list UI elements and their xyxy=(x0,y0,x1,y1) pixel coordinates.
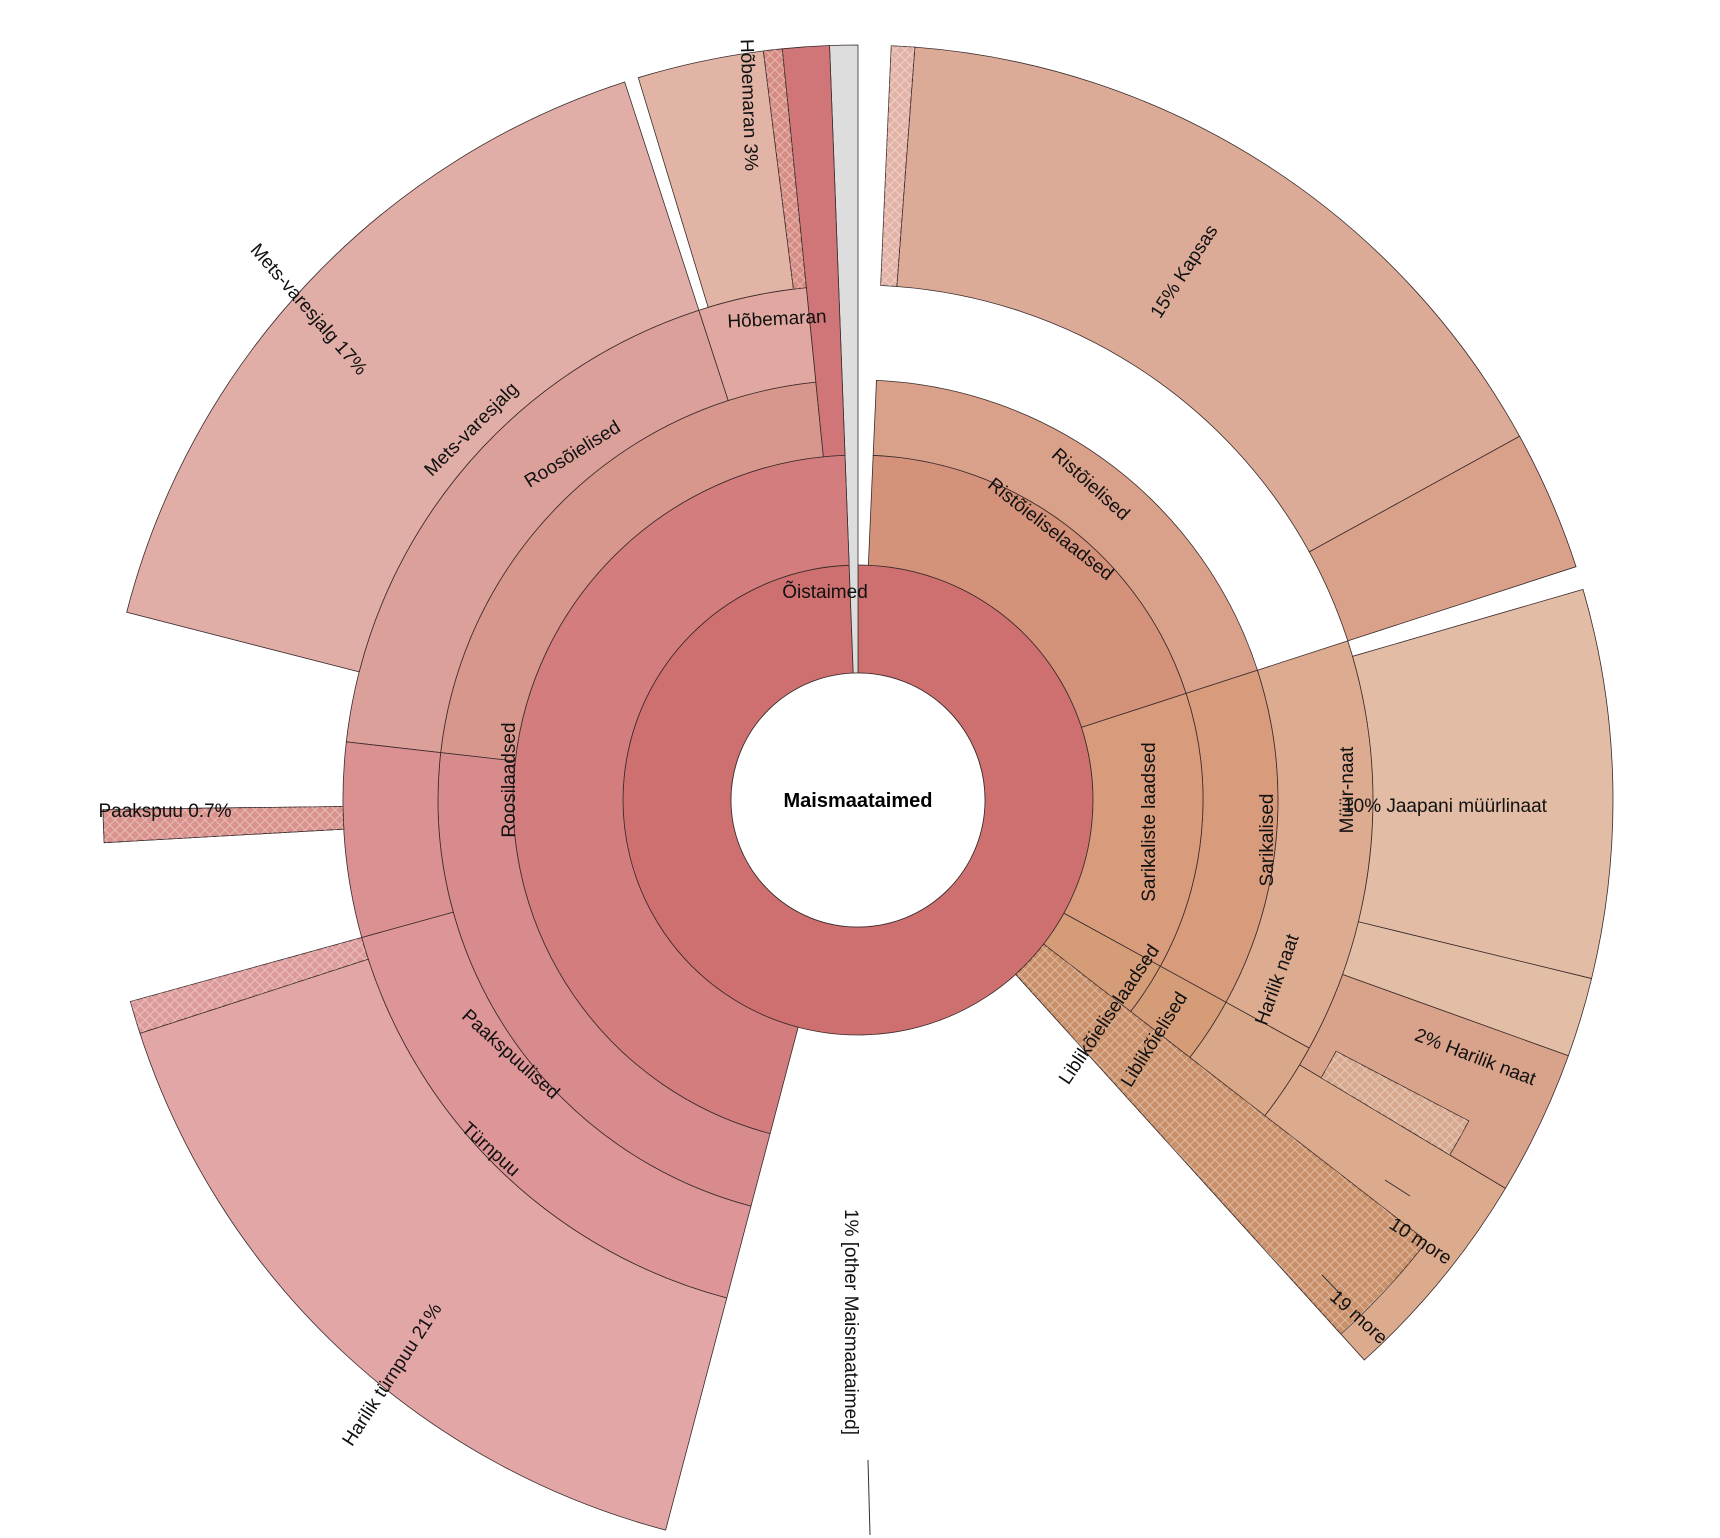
label-leaf-hobemaran: Hõbemaran 3% xyxy=(736,39,762,172)
wedge-leaf-kapsas[interactable] xyxy=(896,46,1521,553)
label-oistaimed: Õistaimed xyxy=(782,581,868,603)
label-other: 1% [other Maismaataimed] xyxy=(840,1209,861,1435)
label-roosilaadsed: Roosilaadsed xyxy=(499,722,520,837)
wedge-paakspuu-mid[interactable] xyxy=(342,741,454,938)
center-hole xyxy=(730,672,986,928)
hatch-kapsas-pattern xyxy=(880,45,915,287)
wedge-leaf-jaapani[interactable] xyxy=(1352,588,1614,980)
wedge-roos-sliver[interactable] xyxy=(781,45,846,458)
center-label: Maismaataimed xyxy=(784,790,933,812)
hatch-hobemaran-pattern xyxy=(763,48,807,290)
leader-other xyxy=(867,1459,871,1536)
label-sarikalised: Sarikalised xyxy=(1257,794,1278,887)
hatch-paakspuu-pattern xyxy=(103,806,344,843)
hatch-10-more-pattern xyxy=(1321,1051,1469,1155)
hatch-layer xyxy=(102,45,1470,1335)
leader-10-more xyxy=(1384,1179,1411,1197)
leader-layer xyxy=(867,1179,1411,1536)
label-muur-naat: Müür-naat xyxy=(1337,746,1358,833)
wedge-leaf-harilik-turnpuu[interactable] xyxy=(139,958,728,1531)
hatch-turnpuu-pattern xyxy=(130,937,369,1034)
hatch-19-more-pattern xyxy=(1015,944,1427,1335)
leader-19-more xyxy=(1321,1274,1343,1297)
label-leaf-paakspuu: Paakspuu 0.7% xyxy=(98,801,231,822)
wedge-layer xyxy=(102,44,1614,1531)
label-sarikaliste-laadsed: Sarikaliste laadsed xyxy=(1139,742,1160,901)
label-leaf-jaapani: 10% Jaapani müürlinaat xyxy=(1343,796,1548,817)
wedge-leaf-mets-varesjalg[interactable] xyxy=(126,81,700,673)
wedge-leaf-kapsas-rest[interactable] xyxy=(1308,435,1577,642)
label-hobemaran-mid: Hõbemaran xyxy=(727,306,827,332)
